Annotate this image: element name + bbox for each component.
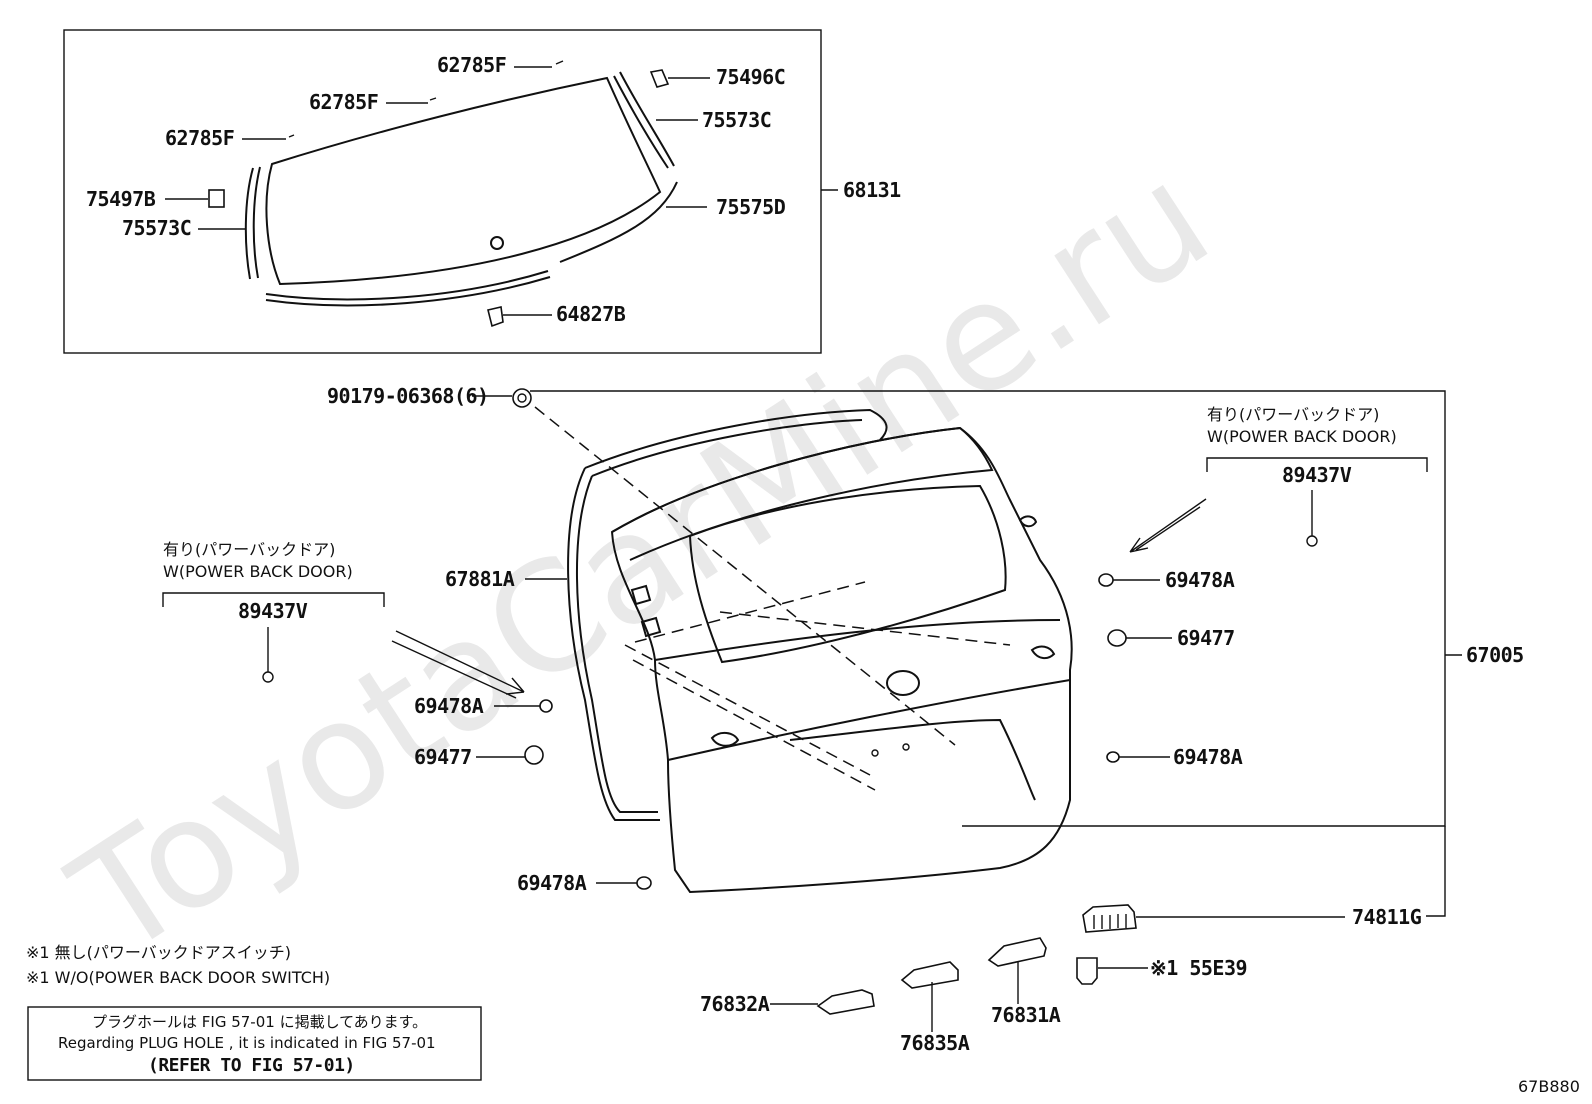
reference-box [27, 1006, 482, 1081]
clip-75496C [649, 69, 670, 88]
reference-line-2: Regarding PLUG HOLE , it is indicated in… [58, 1034, 436, 1052]
door-hole-left-3 [710, 732, 740, 747]
door-bolt-2 [902, 743, 910, 751]
door-lower-panel [667, 679, 1071, 761]
spacer-62785F-1 [555, 60, 564, 65]
part-89437V-right [1306, 535, 1318, 547]
switch-55E39 [1076, 957, 1098, 985]
label-69477-l: 69477 [414, 745, 472, 769]
clip-75497B [208, 189, 225, 208]
lamp-76835A [900, 961, 959, 989]
label-75497B: 75497B [86, 187, 156, 211]
watermark-text: ToyotaCarMine.ru [44, 131, 1239, 991]
door-hole-right [1030, 645, 1056, 660]
label-69478A-l: 69478A [414, 694, 484, 718]
bumper-69478A-r1 [1098, 573, 1114, 587]
reference-line-3: (REFER TO FIG 57-01) [148, 1055, 355, 1076]
arrow-left [391, 630, 525, 699]
label-75575D: 75575D [716, 195, 786, 219]
reference-line-1: プラグホールは FIG 57-01 に掲載してあります。 [92, 1013, 427, 1031]
label-90179: 90179-06368(6) [327, 384, 489, 408]
dash-line-5 [719, 611, 1011, 646]
bracket-67005 [530, 390, 1446, 827]
glass-group-frame [63, 29, 822, 354]
lamp-76831A [987, 937, 1047, 967]
power-door-bracket-right [1206, 457, 1428, 472]
moulding-right-inner [613, 75, 669, 169]
power-door-left-en: W(POWER BACK DOOR) [163, 562, 353, 581]
label-75496C: 75496C [716, 65, 785, 89]
label-62785F-top: 62785F [437, 53, 506, 77]
cushion-69477-l [524, 745, 544, 765]
label-55E39: ※1 55E39 [1150, 956, 1247, 980]
nut-90179-hole [517, 393, 527, 403]
dash-line-4 [634, 581, 866, 643]
label-75573C-left: 75573C [122, 216, 191, 240]
glass-hole [490, 236, 504, 250]
lamp-74811G-ribs [1093, 914, 1127, 929]
label-75573C-right: 75573C [702, 108, 771, 132]
bumper-69478A-r2 [1106, 751, 1120, 763]
label-74811G: 74811G [1352, 905, 1422, 929]
label-76832A: 76832A [700, 992, 770, 1016]
label-69478A-bottom: 69478A [517, 871, 587, 895]
dash-line-3 [632, 659, 876, 791]
door-upper-rim [654, 619, 1061, 661]
power-door-left-part: 89437V [238, 599, 308, 623]
weatherstrip-67881A [567, 408, 888, 821]
light-76832A [816, 989, 875, 1015]
spacer-62785F-2 [429, 97, 437, 101]
dash-line-1 [534, 406, 956, 746]
moulding-left [244, 167, 254, 280]
back-window-glass [265, 76, 662, 286]
part-89437V-left [262, 671, 274, 683]
door-emblem [886, 670, 920, 696]
label-64827B: 64827B [556, 302, 626, 326]
door-window-opening [688, 484, 1007, 664]
label-76835A: 76835A [900, 1031, 970, 1055]
weatherstrip-67881A-inner [576, 419, 863, 813]
label-69477-r: 69477 [1177, 626, 1235, 650]
label-67005: 67005 [1466, 643, 1524, 667]
moulding-bottom [265, 270, 549, 301]
bumper-69478A-l [539, 699, 553, 713]
door-bolt-1 [871, 749, 879, 757]
bumper-69478A-bottom [636, 876, 652, 890]
power-door-bracket-left [162, 592, 385, 607]
footnote-jp: ※1 無し(パワーバックドアスイッチ) [26, 943, 291, 962]
bracket-67005-lower [1426, 826, 1446, 917]
moulding-right [619, 71, 675, 167]
label-62785F-mid: 62785F [309, 90, 378, 114]
door-hole-left-1 [630, 584, 652, 606]
power-door-right-en: W(POWER BACK DOOR) [1207, 427, 1397, 446]
nut-90179 [512, 388, 532, 408]
label-69478A-r1: 69478A [1165, 568, 1235, 592]
arrow-right [1129, 498, 1207, 553]
power-door-left-jp: 有り(パワーバックドア) [163, 540, 335, 559]
label-69478A-r2: 69478A [1173, 745, 1243, 769]
label-62785F-left: 62785F [165, 126, 234, 150]
door-hole-top-right [1018, 515, 1038, 528]
cushion-69477-r [1107, 629, 1127, 647]
moulding-lower-right [559, 181, 678, 263]
figure-code: 67B880 [1518, 1077, 1580, 1096]
dash-line-2 [624, 644, 871, 776]
moulding-bottom-inner [265, 276, 551, 307]
label-68131: 68131 [843, 178, 901, 202]
spacer-62785F-3 [288, 134, 295, 138]
label-67881A: 67881A [445, 567, 515, 591]
moulding-left-inner [252, 166, 261, 279]
clip-64827B [487, 306, 504, 328]
power-door-right-part: 89437V [1282, 463, 1352, 487]
door-hole-left-2 [640, 616, 662, 638]
footnote-en: ※1 W/O(POWER BACK DOOR SWITCH) [26, 968, 330, 987]
door-spoiler [611, 426, 994, 561]
power-door-right-jp: 有り(パワーバックドア) [1207, 405, 1379, 424]
label-76831A: 76831A [991, 1003, 1061, 1027]
door-garnish-curve [789, 718, 1036, 801]
